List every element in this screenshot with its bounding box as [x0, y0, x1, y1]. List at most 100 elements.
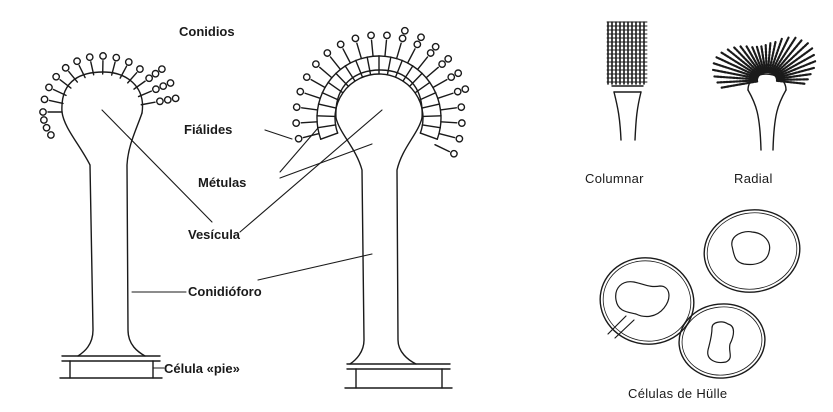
conidium — [451, 151, 457, 157]
left-stipe-right-wall — [127, 113, 145, 356]
label-metulas: Métulas — [198, 175, 246, 190]
phialide — [418, 57, 428, 70]
label-celulas-hulle: Células de Hülle — [628, 386, 727, 401]
phialide — [343, 49, 350, 63]
hulle-cell-1 — [698, 202, 807, 299]
metula-wall — [422, 104, 440, 108]
right-phialides — [293, 28, 469, 157]
metula-wall — [328, 82, 343, 92]
conidium — [100, 53, 106, 59]
conidium — [459, 120, 465, 126]
phialide — [385, 40, 387, 56]
metula-wall — [367, 57, 370, 75]
phialide — [439, 134, 454, 138]
conidium — [159, 66, 165, 72]
phialide — [320, 67, 332, 77]
conidium — [62, 65, 68, 71]
phialide — [141, 102, 155, 105]
right-metulae — [317, 56, 441, 139]
label-radial: Radial — [734, 171, 773, 186]
metula-wall — [422, 125, 440, 128]
metula-wall — [387, 57, 390, 75]
columnar-conidial-column — [607, 22, 647, 84]
conidium — [427, 50, 433, 56]
conidium — [418, 34, 424, 40]
left-conidiophore — [40, 53, 179, 378]
phialide — [440, 108, 456, 110]
phialide — [408, 49, 415, 63]
phialide — [441, 122, 457, 123]
phialide — [357, 43, 362, 58]
radial-chain — [766, 45, 767, 72]
leader-conidioforo-2 — [258, 254, 372, 280]
phialide — [435, 145, 449, 152]
radial-head — [713, 38, 815, 150]
conidium — [295, 136, 301, 142]
conidium — [137, 66, 143, 72]
columnar-head — [607, 22, 647, 140]
radial-conidial-chains — [713, 38, 815, 88]
phialide — [305, 93, 320, 98]
conidium — [313, 61, 319, 67]
left-foot-cell — [60, 356, 162, 378]
label-columnar: Columnar — [585, 171, 644, 186]
conidium — [402, 28, 408, 34]
conidium — [337, 41, 343, 47]
conidium — [146, 75, 152, 81]
metula-wall — [420, 133, 437, 139]
conidium — [297, 88, 303, 94]
right-conidiophore — [293, 28, 469, 388]
phialide — [433, 80, 447, 88]
conidium — [324, 50, 330, 56]
phialide — [301, 122, 317, 123]
conidium — [455, 88, 461, 94]
columnar-stipe-left — [614, 92, 621, 140]
metula-wall — [336, 73, 349, 86]
columnar-stipe-right — [635, 92, 641, 140]
hulle-cells — [592, 202, 806, 382]
metula-wall — [415, 82, 430, 92]
leader-lines — [102, 110, 382, 368]
left-stipe-left-wall — [62, 112, 93, 356]
conidium — [165, 97, 171, 103]
right-foot-cell — [345, 364, 452, 388]
conidium — [41, 96, 47, 102]
phialide — [426, 67, 438, 77]
conidium — [445, 56, 451, 62]
phialide — [438, 93, 453, 98]
metula-base — [335, 74, 423, 133]
phialide — [330, 57, 340, 70]
phialide — [372, 40, 374, 56]
conidium — [432, 44, 438, 50]
conidium — [43, 125, 49, 131]
phialide — [302, 108, 318, 110]
metula-wall — [317, 116, 335, 117]
right-stipe-right-wall — [397, 118, 422, 364]
conidium — [304, 74, 310, 80]
conidium — [458, 104, 464, 110]
conidium — [414, 41, 420, 47]
conidium — [74, 58, 80, 64]
conidium — [41, 117, 47, 123]
conidium — [160, 83, 166, 89]
label-conidioforo: Conidióforo — [188, 284, 262, 299]
phialide — [49, 100, 63, 103]
radial-chain — [777, 81, 805, 84]
label-celula-pie: Célula «pie» — [164, 361, 240, 376]
radial-chain — [777, 79, 808, 80]
right-vesicle — [336, 70, 422, 118]
radial-stipe-left — [748, 90, 761, 150]
conidium — [153, 86, 159, 92]
conidium — [293, 120, 299, 126]
conidium — [448, 74, 454, 80]
conidium — [157, 98, 163, 104]
conidium — [368, 32, 374, 38]
conidium — [53, 74, 59, 80]
phialide — [311, 80, 325, 88]
conidium — [126, 59, 132, 65]
metula-wall — [319, 104, 337, 108]
conidium — [113, 54, 119, 60]
conidium — [46, 84, 52, 90]
